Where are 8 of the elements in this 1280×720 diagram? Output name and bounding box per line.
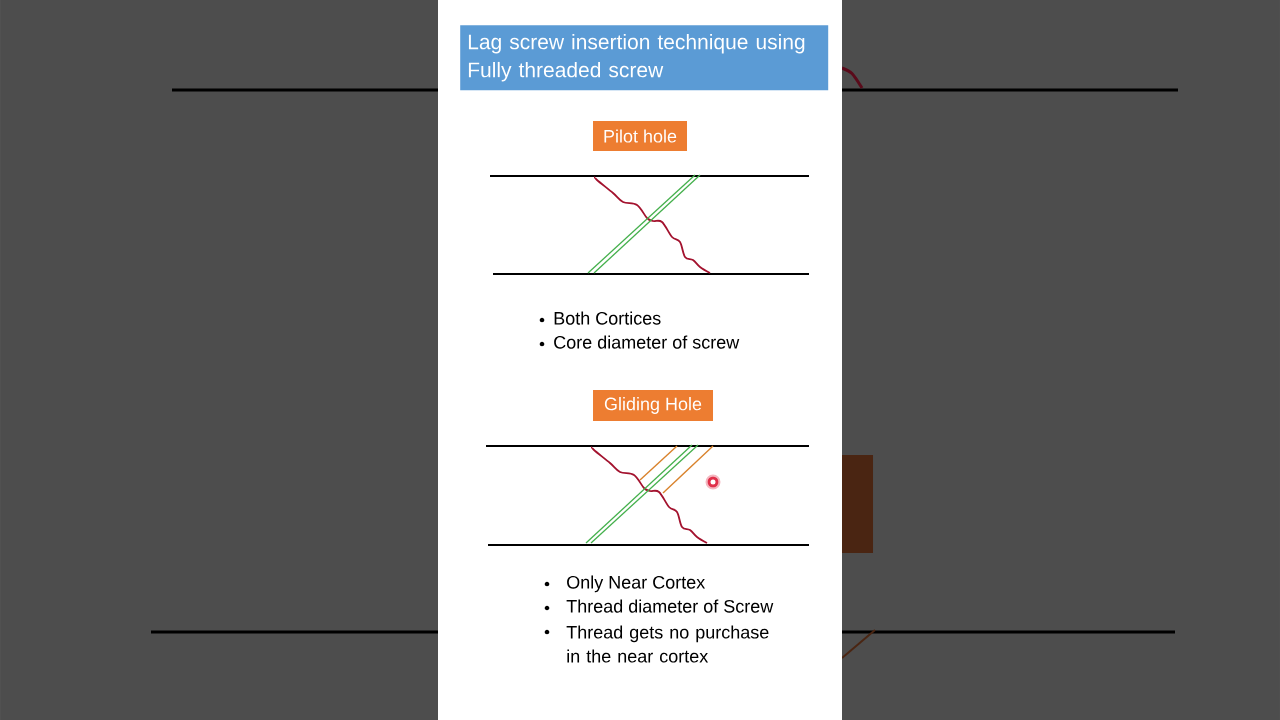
- bullet-text: Both Cortices: [554, 311, 661, 325]
- bullet-text: Core diameter of screw: [554, 335, 740, 349]
- bullet-text: Only Near Cortex: [567, 575, 706, 593]
- heading-box: Gliding Hole: [593, 390, 713, 421]
- heading-box: Pilot hole: [593, 121, 687, 151]
- title-banner: Lag screw insertion technique using Fully threaded screw: [460, 25, 829, 91]
- bullet-text: Thread diameter of Screw: [566, 599, 774, 613]
- bullet-text: Thread gets no purchase in the near cortex: [566, 625, 769, 663]
